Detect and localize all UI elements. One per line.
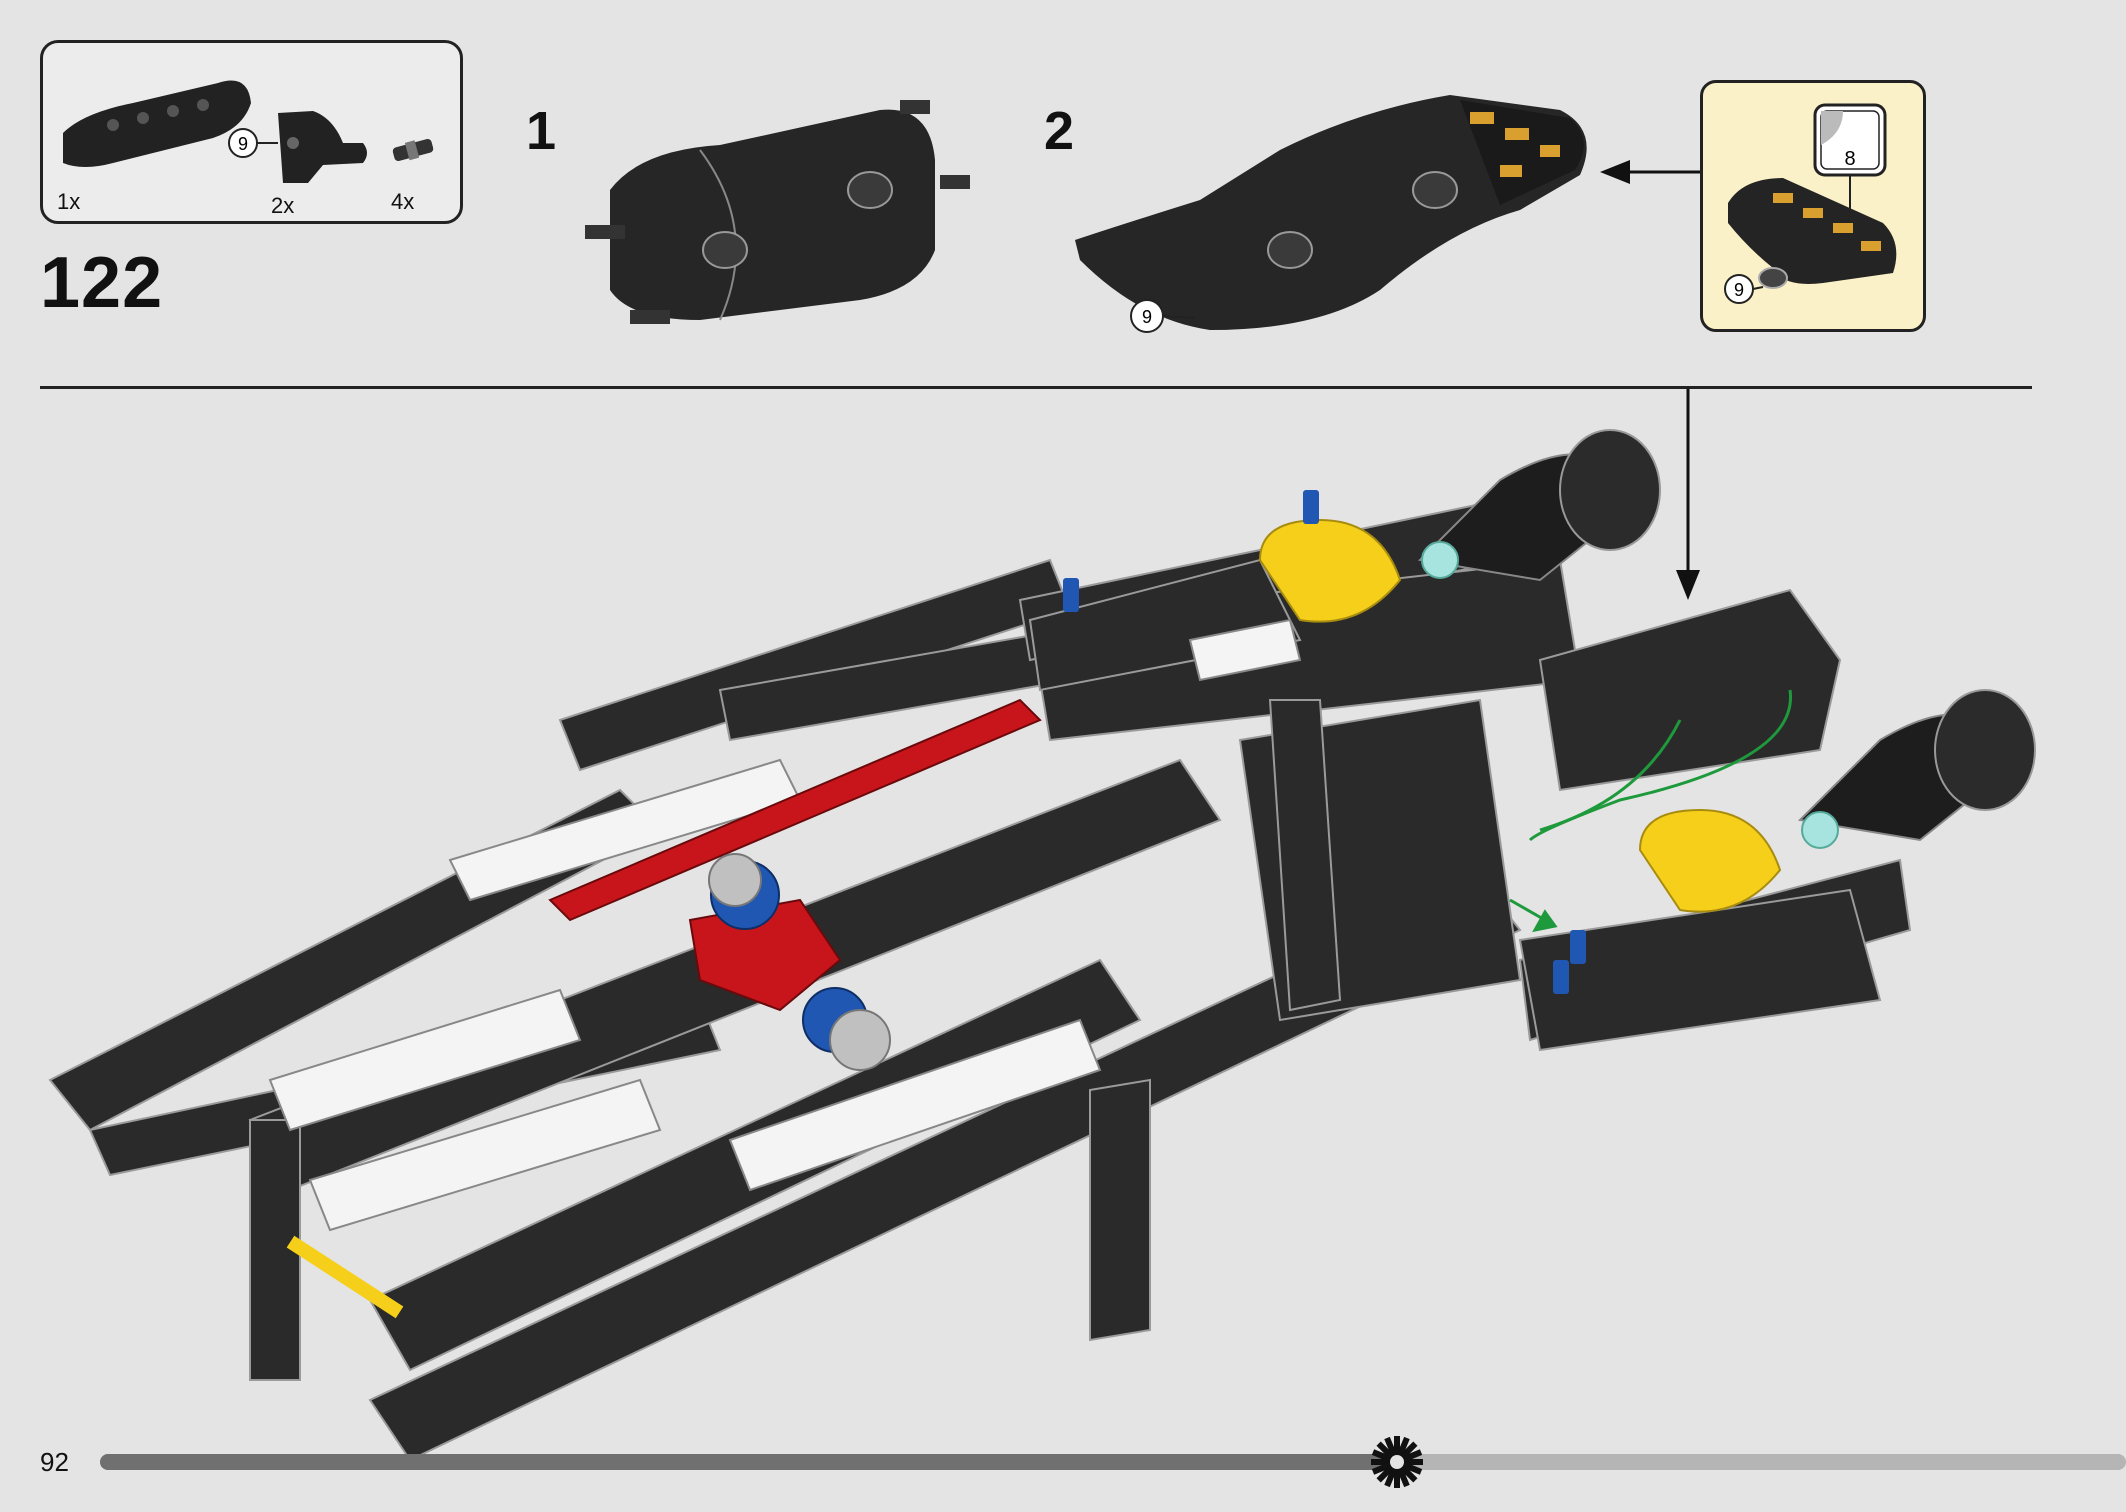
callout-arrow — [1600, 160, 1700, 184]
parts-illustration: 9 — [63, 80, 434, 183]
guide-line — [1509, 689, 1793, 933]
substep-label: 1 — [526, 101, 557, 161]
section-divider — [40, 386, 2032, 389]
page-number: 92 — [40, 1447, 69, 1477]
part-quantity: 1x — [57, 189, 81, 214]
sticker-callout: 8 9 — [1700, 80, 1926, 332]
decorated-panel-icon — [1728, 178, 1897, 289]
parts-list-box: 9 1x 2x 4x — [40, 40, 463, 224]
part-quantity: 4x — [391, 189, 415, 214]
panel-assembly-step1 — [585, 100, 970, 324]
gear-icon — [1370, 1436, 1423, 1488]
reference-number: 9 — [1734, 280, 1744, 300]
svg-text:9: 9 — [238, 134, 248, 154]
progress-bar-fill — [100, 1454, 1397, 1470]
sticker-number: 8 — [1844, 148, 1855, 170]
black-curved-panel-icon — [63, 80, 251, 167]
reference-marker: 9 — [228, 128, 278, 158]
callout-illustration: 8 9 — [1724, 103, 1897, 304]
placement-arrow — [1676, 388, 1700, 600]
axle-pin-icon — [392, 138, 434, 162]
black-angled-connector-icon — [278, 111, 367, 183]
step-number: 122 — [40, 243, 164, 323]
engine-nozzle-upper — [1258, 429, 1661, 623]
panel-assembly-step2 — [1075, 95, 1587, 333]
substep-label: 2 — [1044, 101, 1075, 161]
reference-number: 9 — [1142, 307, 1152, 327]
part-quantity: 2x — [271, 193, 295, 218]
engine-nozzle-lower — [1638, 689, 2036, 913]
